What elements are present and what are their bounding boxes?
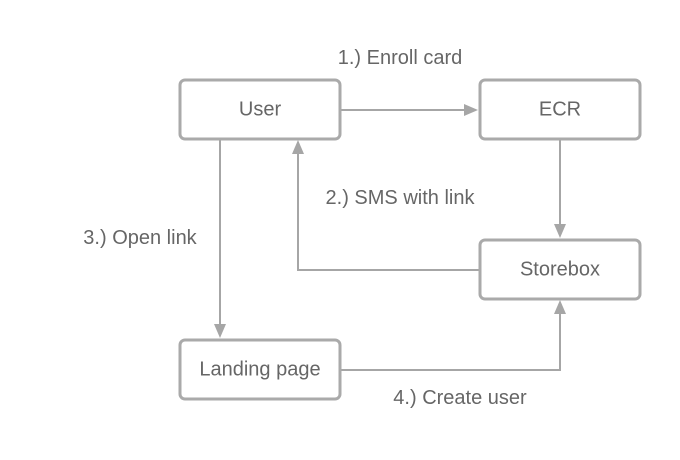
edge-label-open-link: 3.) Open link [83,227,197,249]
edge-enroll-card [341,104,478,116]
edge-ecr-to-storebox-arrow [554,224,566,238]
node-ecr-label: ECR [539,98,581,120]
edge-sms-with-link-arrow [292,140,304,154]
edge-label-enroll-card: 1.) Enroll card [338,47,463,69]
edge-sms-with-link-line [297,154,479,271]
edge-create-user-arrow [554,300,566,314]
node-storebox-box [478,238,642,301]
node-ecr-box [478,78,642,141]
node-landing-page-label: Landing page [199,358,320,380]
edge-open-link-arrow [214,324,226,338]
node-ecr: ECR [478,78,642,141]
edge-enroll-card-arrow [464,104,478,116]
edge-create-user-line [341,314,561,371]
edge-sms-with-link [292,140,479,271]
edge-label-sms-with-link: 2.) SMS with link [326,187,476,209]
node-user-box [178,78,342,141]
edge-label-create-user: 4.) Create user [393,387,527,409]
edge-open-link [214,140,226,338]
node-user-label: User [239,98,282,120]
node-storebox: Storebox [478,238,642,301]
node-storebox-label: Storebox [520,258,600,280]
node-landing-page: Landing page [178,338,342,401]
edge-ecr-to-storebox [554,140,566,238]
node-landing-page-box [178,338,342,401]
edge-create-user [341,300,566,371]
node-user: User [178,78,342,141]
